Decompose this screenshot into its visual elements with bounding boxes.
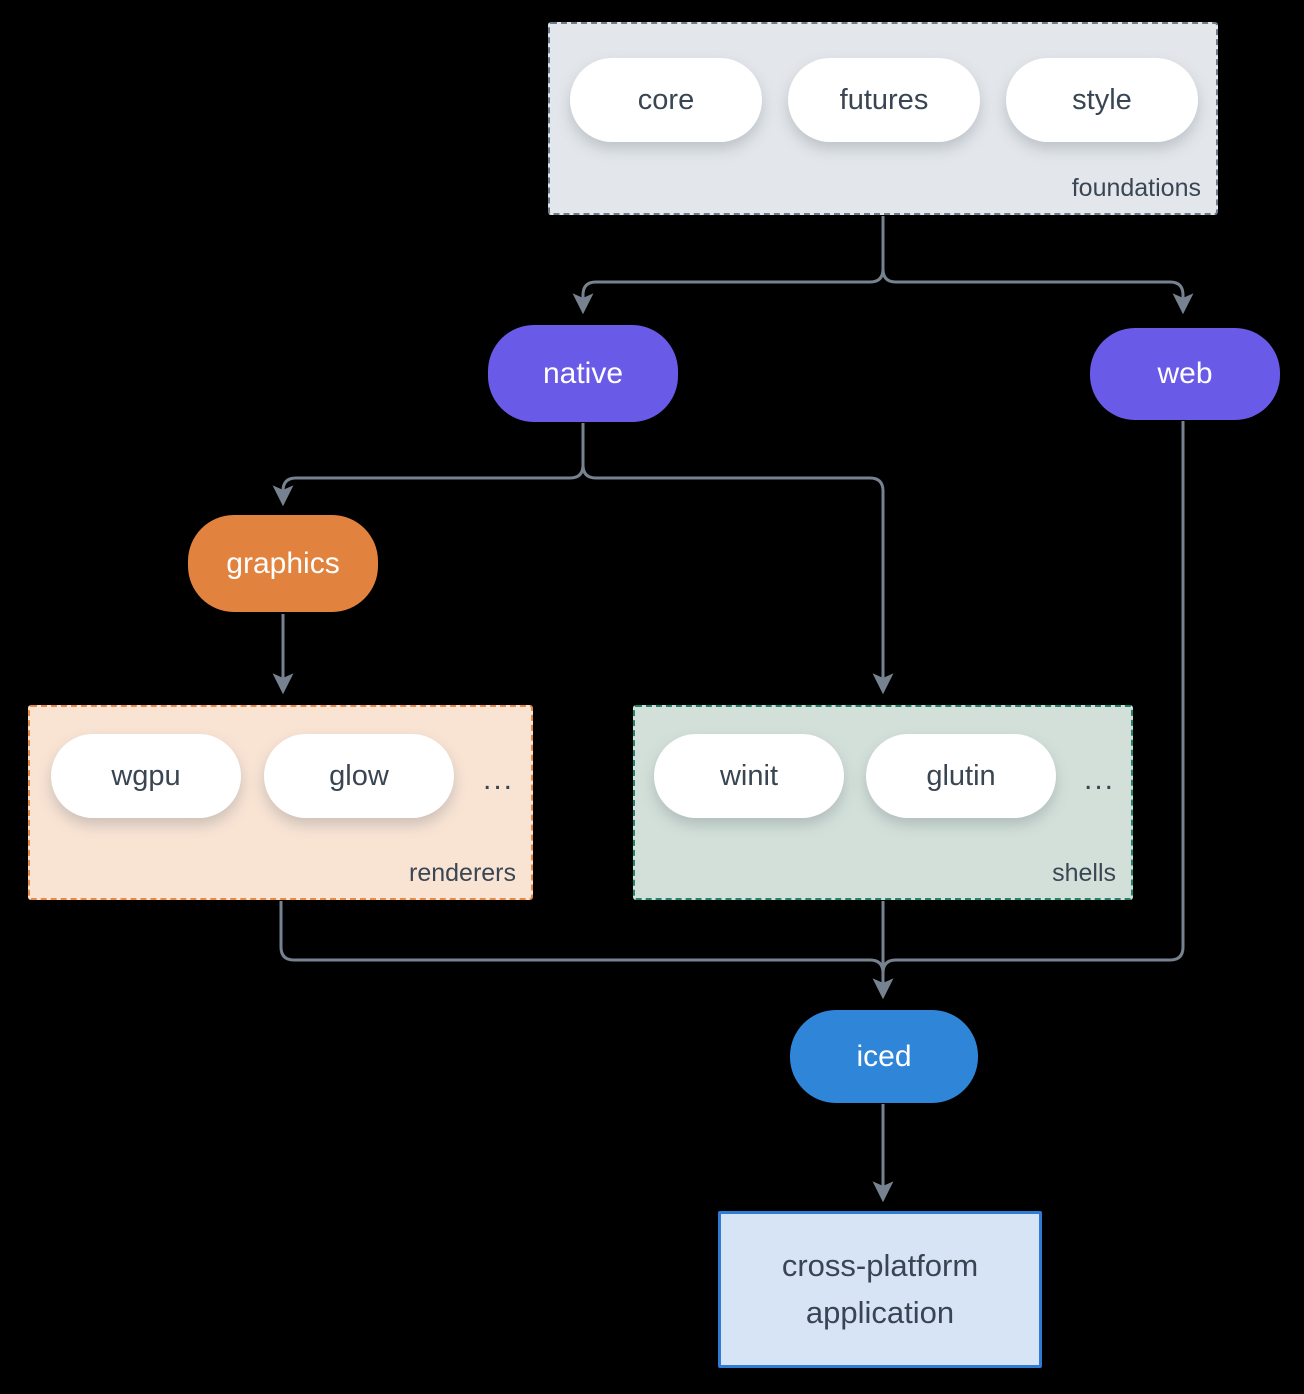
edge-native-shells (581, 423, 894, 695)
node-web: web (1090, 328, 1280, 420)
foundations-group: core futures style foundations (548, 22, 1218, 215)
foundations-pill-row: core futures style (550, 24, 1216, 142)
edge-renderers-merge (279, 901, 885, 982)
shells-label: shells (1052, 859, 1116, 887)
shells-group: winit glutin ... shells (633, 705, 1133, 900)
shells-pill-row: winit glutin ... (635, 707, 1131, 818)
node-glow: glow (264, 734, 454, 818)
edge-native-graphics (272, 423, 585, 507)
node-iced: iced (790, 1010, 978, 1103)
renderers-pill-row: wgpu glow ... (30, 707, 531, 818)
node-glutin: glutin (866, 734, 1056, 818)
node-winit: winit (654, 734, 844, 818)
shells-ellipsis: ... (1084, 763, 1116, 796)
application-label: cross-platform application (781, 1248, 979, 1330)
node-graphics: graphics (188, 515, 378, 612)
node-core: core (570, 58, 762, 142)
node-style: style (1006, 58, 1198, 142)
foundations-label: foundations (1071, 174, 1201, 202)
renderers-ellipsis: ... (483, 763, 515, 796)
edge-foundations-web (881, 216, 1194, 315)
application-box: cross-platform application (718, 1211, 1042, 1368)
node-futures: futures (788, 58, 980, 142)
node-wgpu: wgpu (51, 734, 241, 818)
edge-foundations-native (572, 216, 885, 315)
node-native: native (488, 325, 678, 422)
renderers-group: wgpu glow ... renderers (28, 705, 533, 900)
renderers-label: renderers (409, 859, 516, 887)
